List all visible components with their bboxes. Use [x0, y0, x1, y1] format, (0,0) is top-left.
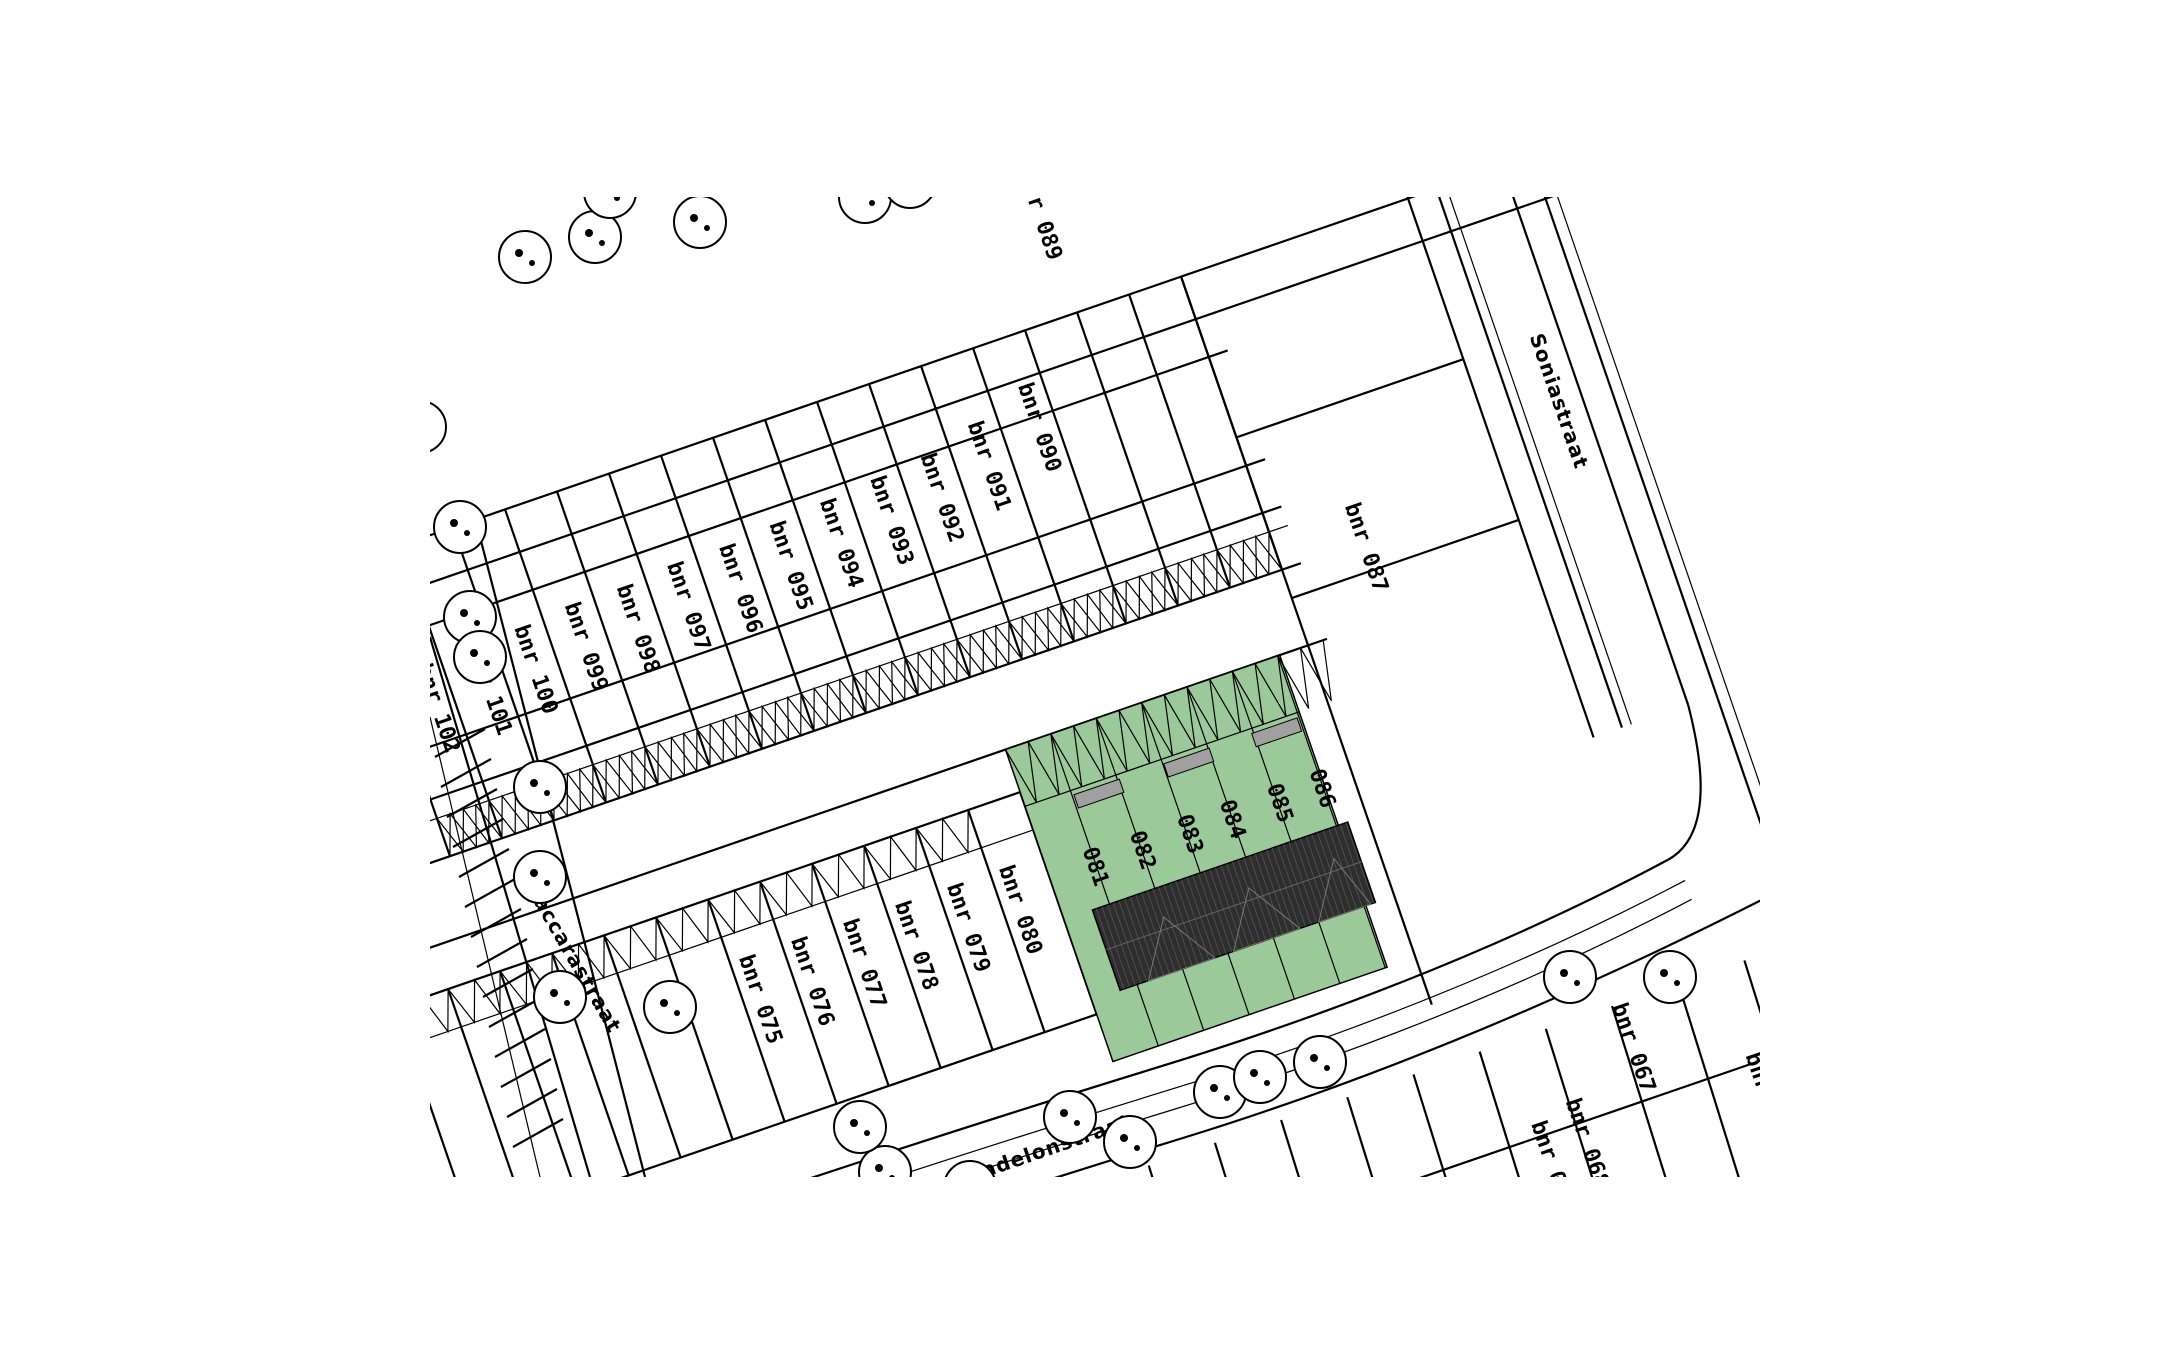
plot-labels: bnr 102 bnr 101 bnr 100 bnr 099 bnr 098 … [430, 197, 1760, 1177]
svg-text:bnr 099: bnr 099 [559, 599, 613, 695]
svg-text:bnr 067: bnr 067 [1606, 1000, 1660, 1096]
svg-text:bnr 096: bnr 096 [713, 541, 767, 637]
trees [430, 197, 1697, 1177]
svg-text:bnr 068: bnr 068 [1560, 1095, 1614, 1177]
svg-text:bnr 089: bnr 089 [1013, 197, 1067, 263]
svg-text:bnr 094: bnr 094 [814, 495, 868, 591]
svg-text:bnr 087: bnr 087 [1339, 500, 1393, 596]
svg-text:bnr 098: bnr 098 [611, 581, 665, 677]
north-block [430, 197, 1688, 923]
svg-text:bnr 097: bnr 097 [661, 559, 715, 655]
map-canvas: bnr 102 bnr 101 bnr 100 bnr 099 bnr 098 … [430, 197, 1760, 1177]
svg-text:bnr 091: bnr 091 [962, 418, 1016, 514]
site-plan-map[interactable]: bnr 102 bnr 101 bnr 100 bnr 099 bnr 098 … [430, 197, 1760, 1177]
svg-text:bnr 078: bnr 078 [889, 898, 943, 994]
svg-text:bnr 066: bnr 066 [1740, 1049, 1760, 1145]
svg-text:bnr 093: bnr 093 [864, 473, 918, 569]
highlighted-plot[interactable] [1004, 640, 1430, 1063]
svg-text:bnr 079: bnr 079 [941, 880, 995, 976]
svg-text:bnr 095: bnr 095 [764, 518, 818, 614]
soniastraat-road [1327, 197, 1760, 885]
svg-text:bnr 077: bnr 077 [837, 916, 891, 1012]
baccarastraat-road [430, 536, 647, 1177]
svg-text:bnr 092: bnr 092 [915, 450, 969, 546]
svg-text:bnr 102: bnr 102 [430, 661, 465, 757]
building-roof [1091, 821, 1377, 992]
svg-text:bnr 075: bnr 075 [733, 952, 787, 1048]
svg-text:bnr 100: bnr 100 [508, 622, 562, 718]
svg-text:bnr 080: bnr 080 [993, 862, 1047, 958]
svg-text:bnr 076: bnr 076 [785, 934, 839, 1030]
